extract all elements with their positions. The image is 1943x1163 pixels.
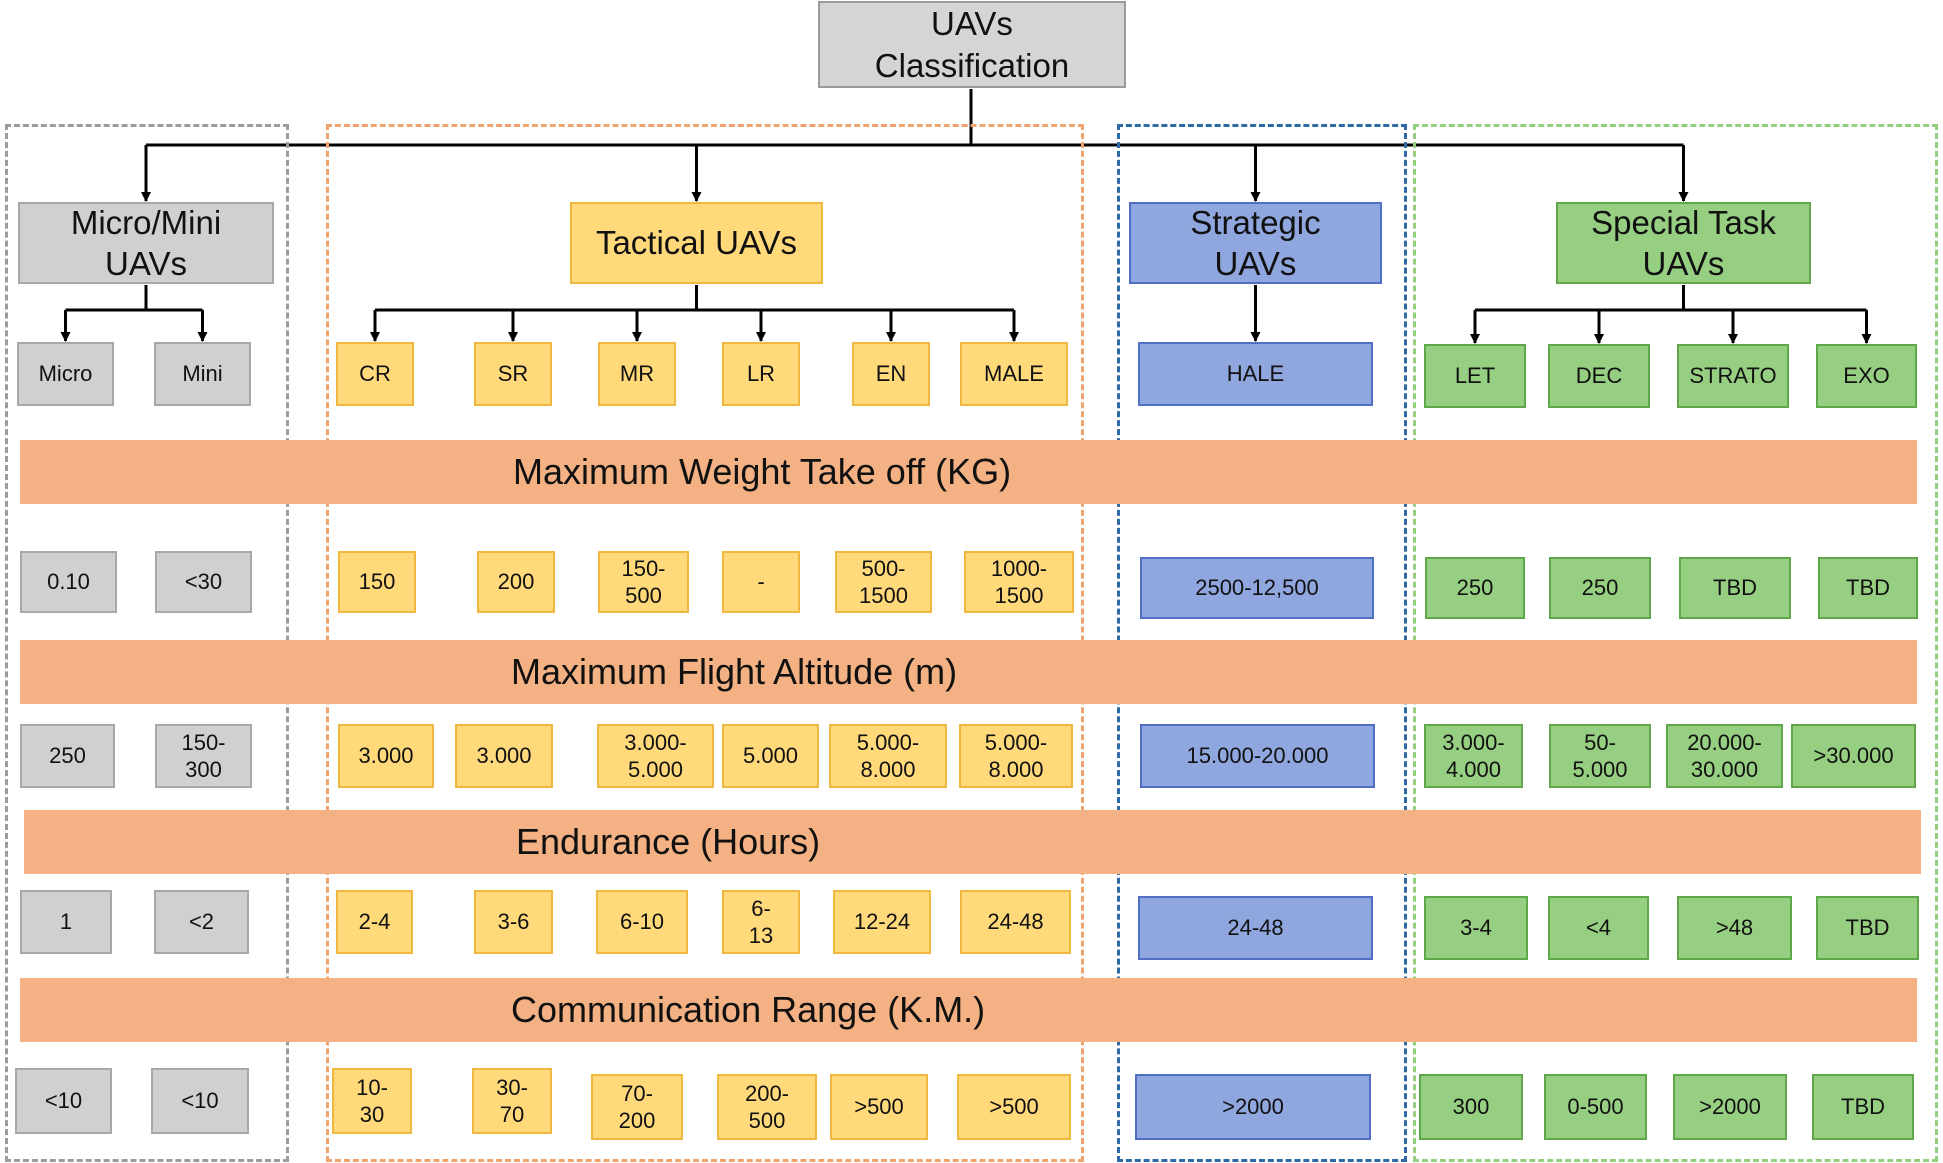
value-cell-communication-range-k-m-micro: <10 [15, 1068, 112, 1134]
value-cell-endurance-hours-exo: TBD [1816, 896, 1919, 960]
value-cell-endurance-hours-male: 24-48 [960, 890, 1071, 954]
value-cell-communication-range-k-m-dec: 0-500 [1544, 1074, 1647, 1140]
subtype-let: LET [1424, 344, 1526, 408]
category-micro-mini: Micro/Mini UAVs [18, 202, 274, 284]
value-cell-endurance-hours-hale: 24-48 [1138, 896, 1373, 960]
value-cell-endurance-hours-sr: 3-6 [474, 890, 553, 954]
value-cell-maximum-flight-altitude-m-mini: 150- 300 [155, 724, 252, 788]
subtype-hale: HALE [1138, 342, 1373, 406]
band-label: Endurance (Hours) [516, 821, 821, 862]
value-cell-maximum-weight-take-off-kg-sr: 200 [477, 551, 555, 613]
value-cell-maximum-flight-altitude-m-mr: 3.000- 5.000 [597, 724, 714, 788]
value-cell-endurance-hours-let: 3-4 [1424, 896, 1528, 960]
value-cell-maximum-weight-take-off-kg-strato: TBD [1679, 557, 1791, 619]
band-label: Maximum Flight Altitude (m) [511, 651, 958, 692]
value-cell-maximum-flight-altitude-m-en: 5.000- 8.000 [829, 724, 947, 788]
value-cell-communication-range-k-m-en: >500 [830, 1074, 928, 1140]
value-cell-communication-range-k-m-sr: 30- 70 [472, 1068, 552, 1134]
category-strategic: Strategic UAVs [1129, 202, 1382, 284]
value-cell-communication-range-k-m-lr: 200- 500 [717, 1074, 817, 1140]
value-cell-maximum-weight-take-off-kg-dec: 250 [1549, 557, 1651, 619]
value-cell-maximum-weight-take-off-kg-hale: 2500-12,500 [1140, 557, 1374, 619]
value-cell-communication-range-k-m-strato: >2000 [1673, 1074, 1787, 1140]
band-label: Communication Range (K.M.) [511, 989, 986, 1030]
value-cell-communication-range-k-m-hale: >2000 [1135, 1074, 1371, 1140]
attribute-band-endurance-hours: Endurance (Hours) [24, 810, 1921, 874]
value-cell-endurance-hours-mr: 6-10 [596, 890, 688, 954]
subtype-mr: MR [598, 342, 676, 406]
value-cell-communication-range-k-m-male: >500 [957, 1074, 1071, 1140]
subtype-male: MALE [960, 342, 1068, 406]
attribute-band-communication-range-k-m: Communication Range (K.M.) [20, 978, 1917, 1042]
root-uavs-classification: UAVs Classification [818, 1, 1126, 88]
subtype-mini: Mini [154, 342, 251, 406]
value-cell-endurance-hours-micro: 1 [20, 890, 112, 954]
value-cell-endurance-hours-lr: 6- 13 [722, 890, 800, 954]
value-cell-maximum-flight-altitude-m-let: 3.000- 4.000 [1424, 724, 1523, 788]
value-cell-maximum-weight-take-off-kg-exo: TBD [1818, 557, 1918, 619]
value-cell-maximum-weight-take-off-kg-let: 250 [1425, 557, 1525, 619]
value-cell-endurance-hours-mini: <2 [154, 890, 249, 954]
subtype-en: EN [852, 342, 930, 406]
subtype-strato: STRATO [1677, 344, 1789, 408]
value-cell-maximum-flight-altitude-m-cr: 3.000 [338, 724, 434, 788]
attribute-band-maximum-flight-altitude-m: Maximum Flight Altitude (m) [20, 640, 1917, 704]
value-cell-maximum-flight-altitude-m-lr: 5.000 [722, 724, 819, 788]
value-cell-maximum-flight-altitude-m-strato: 20.000- 30.000 [1666, 724, 1783, 788]
value-cell-communication-range-k-m-cr: 10- 30 [332, 1068, 412, 1134]
value-cell-maximum-flight-altitude-m-micro: 250 [20, 724, 115, 788]
value-cell-maximum-weight-take-off-kg-mini: <30 [155, 551, 252, 613]
value-cell-maximum-weight-take-off-kg-micro: 0.10 [20, 551, 117, 613]
subtype-exo: EXO [1816, 344, 1917, 408]
attribute-band-maximum-weight-take-off-kg: Maximum Weight Take off (KG) [20, 440, 1917, 504]
subtype-lr: LR [722, 342, 800, 406]
value-cell-maximum-flight-altitude-m-hale: 15.000-20.000 [1140, 724, 1375, 788]
value-cell-maximum-weight-take-off-kg-cr: 150 [338, 551, 416, 613]
value-cell-maximum-weight-take-off-kg-male: 1000- 1500 [964, 551, 1074, 613]
value-cell-communication-range-k-m-mini: <10 [151, 1068, 249, 1134]
value-cell-maximum-weight-take-off-kg-mr: 150- 500 [598, 551, 689, 613]
value-cell-maximum-flight-altitude-m-sr: 3.000 [455, 724, 553, 788]
value-cell-maximum-flight-altitude-m-exo: >30.000 [1791, 724, 1916, 788]
subtype-dec: DEC [1548, 344, 1650, 408]
subtype-sr: SR [474, 342, 552, 406]
value-cell-communication-range-k-m-exo: TBD [1812, 1074, 1914, 1140]
value-cell-maximum-flight-altitude-m-male: 5.000- 8.000 [959, 724, 1073, 788]
value-cell-maximum-flight-altitude-m-dec: 50- 5.000 [1549, 724, 1651, 788]
value-cell-communication-range-k-m-mr: 70- 200 [591, 1074, 683, 1140]
value-cell-endurance-hours-en: 12-24 [833, 890, 931, 954]
subtype-cr: CR [336, 342, 414, 406]
band-label: Maximum Weight Take off (KG) [513, 451, 1012, 492]
category-tactical: Tactical UAVs [570, 202, 823, 284]
value-cell-endurance-hours-cr: 2-4 [336, 890, 413, 954]
value-cell-endurance-hours-strato: >48 [1677, 896, 1792, 960]
value-cell-maximum-weight-take-off-kg-en: 500- 1500 [835, 551, 932, 613]
value-cell-maximum-weight-take-off-kg-lr: - [722, 551, 800, 613]
value-cell-endurance-hours-dec: <4 [1548, 896, 1649, 960]
value-cell-communication-range-k-m-let: 300 [1419, 1074, 1523, 1140]
subtype-micro: Micro [17, 342, 114, 406]
category-special-task: Special Task UAVs [1556, 202, 1811, 284]
